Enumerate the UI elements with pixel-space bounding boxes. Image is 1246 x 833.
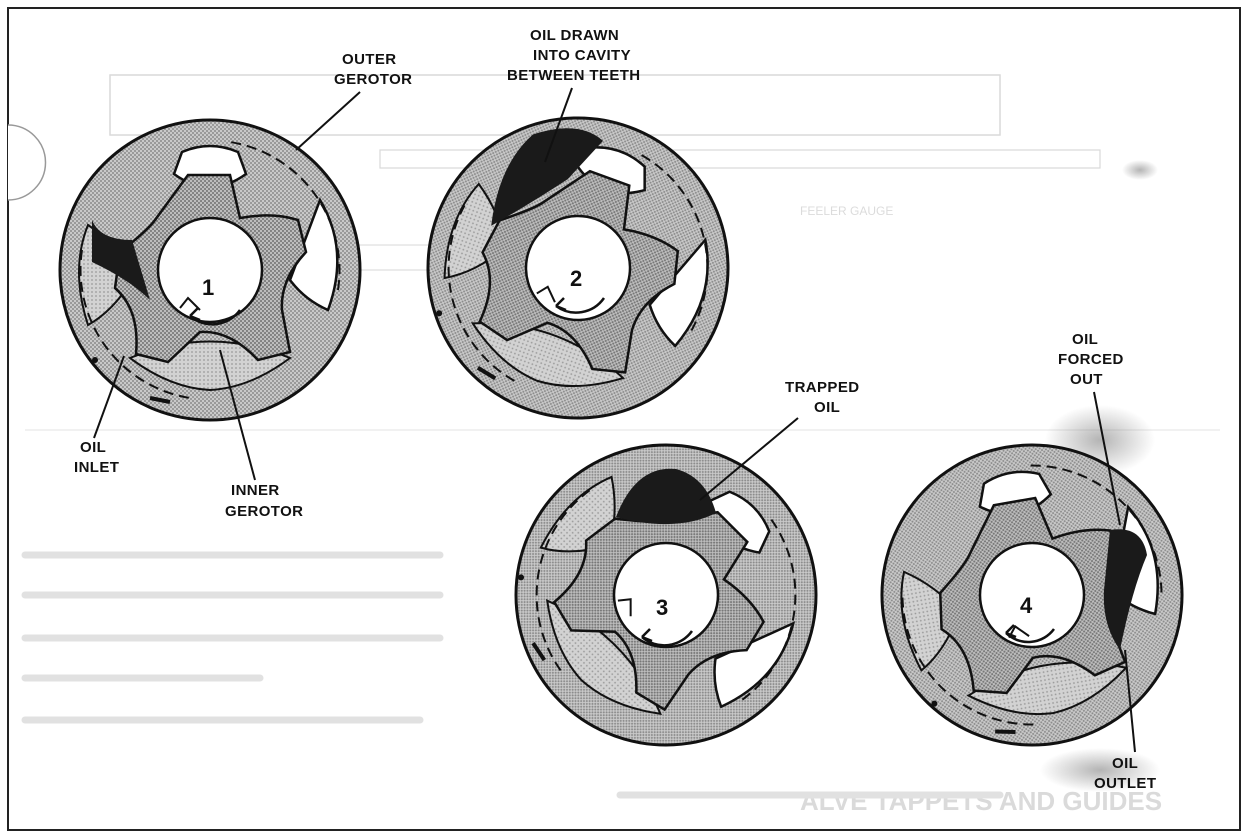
stage-number: 4 — [1020, 593, 1033, 618]
svg-text:INLET: INLET — [74, 459, 119, 476]
stage-number: 1 — [202, 275, 214, 300]
svg-text:OIL: OIL — [814, 399, 840, 416]
svg-text:GEROTOR: GEROTOR — [225, 503, 303, 520]
svg-text:OUTLET: OUTLET — [1094, 775, 1156, 792]
svg-text:OIL: OIL — [1112, 755, 1138, 772]
show-through-feeler-gauge: FEELER GAUGE — [800, 204, 893, 218]
svg-text:OIL: OIL — [1072, 331, 1098, 348]
svg-text:TRAPPED: TRAPPED — [785, 379, 859, 396]
svg-text:OUT: OUT — [1070, 371, 1103, 388]
svg-text:INTO CAVITY: INTO CAVITY — [533, 47, 631, 64]
svg-text:FORCED: FORCED — [1058, 351, 1124, 368]
svg-text:GEROTOR: GEROTOR — [334, 71, 412, 88]
svg-text:INNER: INNER — [231, 482, 280, 499]
gerotor-stage-1: 1 — [60, 120, 360, 420]
svg-text:OUTER: OUTER — [342, 51, 397, 68]
svg-text:OIL: OIL — [80, 439, 106, 456]
stage-number: 2 — [570, 266, 582, 291]
svg-text:BETWEEN TEETH: BETWEEN TEETH — [507, 67, 641, 84]
stage-number: 3 — [656, 595, 668, 620]
svg-text:OIL DRAWN: OIL DRAWN — [530, 27, 619, 44]
smudge-mark — [1122, 160, 1158, 180]
